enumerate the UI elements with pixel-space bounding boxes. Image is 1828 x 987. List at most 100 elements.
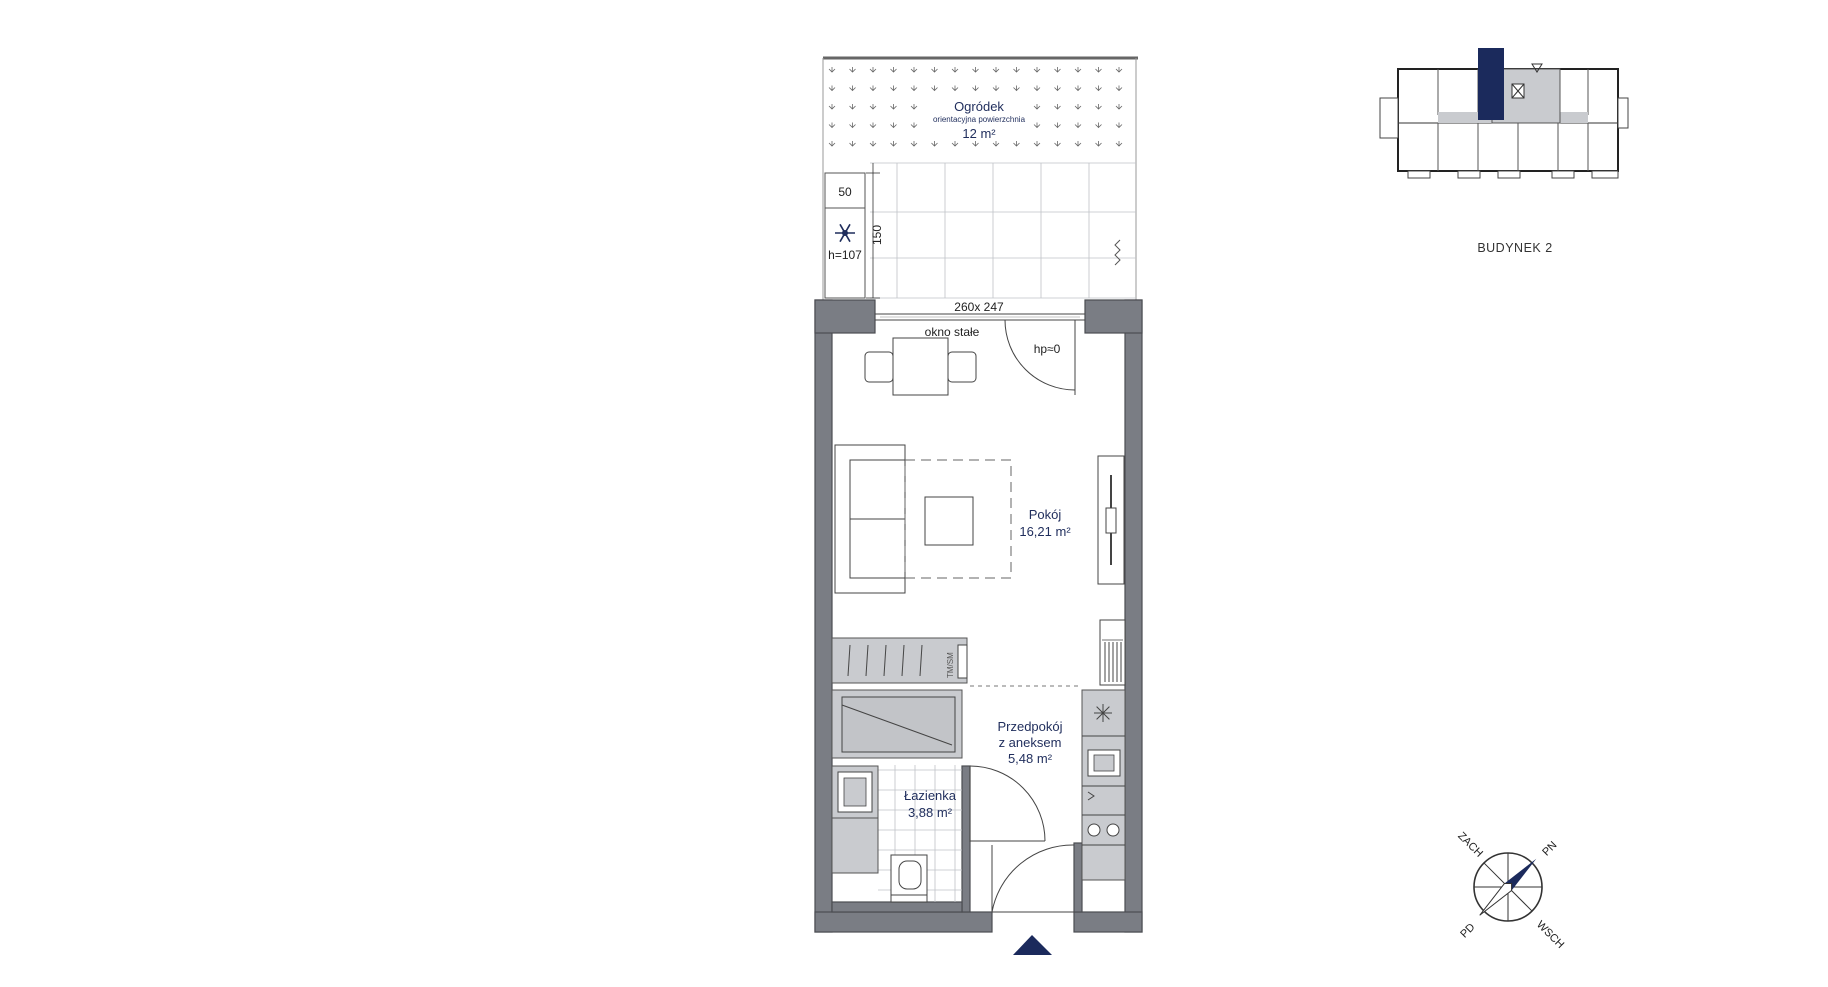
grass-mark — [972, 141, 979, 147]
ac-height-label: h=107 — [828, 248, 862, 262]
drainage-symbol — [1114, 239, 1121, 266]
grass-mark — [1095, 67, 1102, 73]
coffee-table — [924, 496, 974, 546]
grass-mark — [869, 67, 877, 73]
grass-mark — [1095, 104, 1102, 110]
grass-mark — [910, 85, 918, 92]
entrance-triangle-icon — [1013, 935, 1052, 955]
compass-east-label: WSCH — [1534, 919, 1566, 951]
fixed-window-label: okno stałe — [925, 325, 980, 339]
grass-mark — [1115, 104, 1123, 110]
window-size-label: 260x 247 — [954, 300, 1004, 314]
tv-unit — [1097, 455, 1125, 585]
grass-mark — [1033, 141, 1041, 147]
grass-mark — [849, 85, 856, 92]
grass-mark — [1033, 104, 1041, 110]
grass-mark — [890, 67, 897, 73]
grass-mark — [1095, 122, 1102, 129]
threshold-label: hp≈0 — [1034, 342, 1061, 356]
hall-name-line1: Przedpokój — [997, 719, 1062, 734]
grass-mark — [1054, 122, 1061, 129]
grass-mark — [931, 141, 938, 147]
garden-name: Ogródek — [954, 99, 1004, 114]
bathtub — [831, 689, 963, 759]
grass-mark — [849, 122, 856, 129]
grass-mark — [951, 141, 959, 147]
sofa — [834, 444, 906, 594]
grass-mark — [828, 141, 836, 147]
grass-mark — [992, 67, 1000, 73]
compass-west-label: ZACH — [1455, 830, 1485, 860]
grass-mark — [1074, 104, 1082, 110]
dining-table — [864, 337, 977, 396]
grass-mark — [910, 104, 918, 110]
grass-mark — [972, 85, 979, 92]
bathroom-cabinet — [831, 817, 879, 874]
bathroom-door — [969, 765, 1046, 842]
compass-icon: ZACH PN WSCH PD — [1455, 830, 1566, 951]
grass-mark — [951, 67, 959, 73]
entrance-door — [991, 844, 1075, 913]
grass-mark — [828, 104, 836, 110]
washer-label: TM/SM — [946, 652, 955, 678]
grass-mark — [931, 85, 938, 92]
grass-mark — [890, 141, 897, 147]
toilet — [890, 854, 928, 903]
grass-mark — [1054, 67, 1061, 73]
rug — [904, 459, 1012, 579]
grass-mark — [1074, 85, 1082, 92]
ac-depth-label: 150 — [870, 225, 884, 245]
grass-mark — [951, 85, 959, 92]
grass-mark — [849, 141, 856, 147]
bathroom-sink — [831, 765, 879, 819]
grass-mark — [849, 104, 856, 110]
grass-pattern — [828, 67, 1123, 147]
balcony-door — [1004, 319, 1076, 395]
grass-mark — [1074, 122, 1082, 129]
grass-mark — [910, 141, 918, 147]
garden-area-label: 12 m² — [962, 126, 996, 141]
grass-mark — [890, 122, 897, 129]
grass-mark — [910, 67, 918, 73]
garden-area: 50 150 h=107 Ogródek orientacyjna powier… — [822, 56, 1138, 300]
grass-mark — [1115, 85, 1123, 92]
grass-mark — [1013, 67, 1020, 73]
grass-mark — [869, 122, 877, 129]
fixed-window — [875, 313, 1085, 321]
compass-south-label: PD — [1458, 921, 1477, 940]
grass-mark — [890, 104, 897, 110]
grass-mark — [1033, 85, 1041, 92]
terrace-tiles — [870, 162, 1136, 299]
grass-mark — [1095, 85, 1102, 92]
grass-mark — [869, 141, 877, 147]
grass-mark — [1115, 122, 1123, 129]
grass-mark — [910, 122, 918, 129]
living-room-area: 16,21 m² — [1019, 524, 1071, 539]
grass-mark — [1074, 67, 1082, 73]
building-key-plan — [1379, 48, 1629, 179]
grass-mark — [992, 85, 1000, 92]
walls — [814, 299, 1143, 933]
grass-mark — [869, 85, 877, 92]
hall-area: 5,48 m² — [1008, 751, 1053, 766]
grass-mark — [1033, 67, 1041, 73]
grass-mark — [931, 67, 938, 73]
grass-mark — [828, 85, 836, 92]
grass-mark — [1095, 141, 1102, 147]
garden-note: orientacyjna powierzchnia — [933, 115, 1026, 124]
grass-mark — [828, 122, 836, 129]
apartment-highlight — [1478, 48, 1504, 120]
grass-mark — [1013, 141, 1020, 147]
grass-mark — [890, 85, 897, 92]
grass-mark — [1115, 141, 1123, 147]
grass-mark — [1033, 122, 1041, 129]
bathroom-name: Łazienka — [904, 788, 957, 803]
grass-mark — [828, 67, 836, 73]
grass-mark — [972, 67, 979, 73]
snowflake-icon — [835, 223, 855, 243]
building-label: BUDYNEK 2 — [1477, 241, 1552, 255]
grass-mark — [1054, 85, 1061, 92]
wardrobe: TM/SM — [831, 637, 968, 684]
